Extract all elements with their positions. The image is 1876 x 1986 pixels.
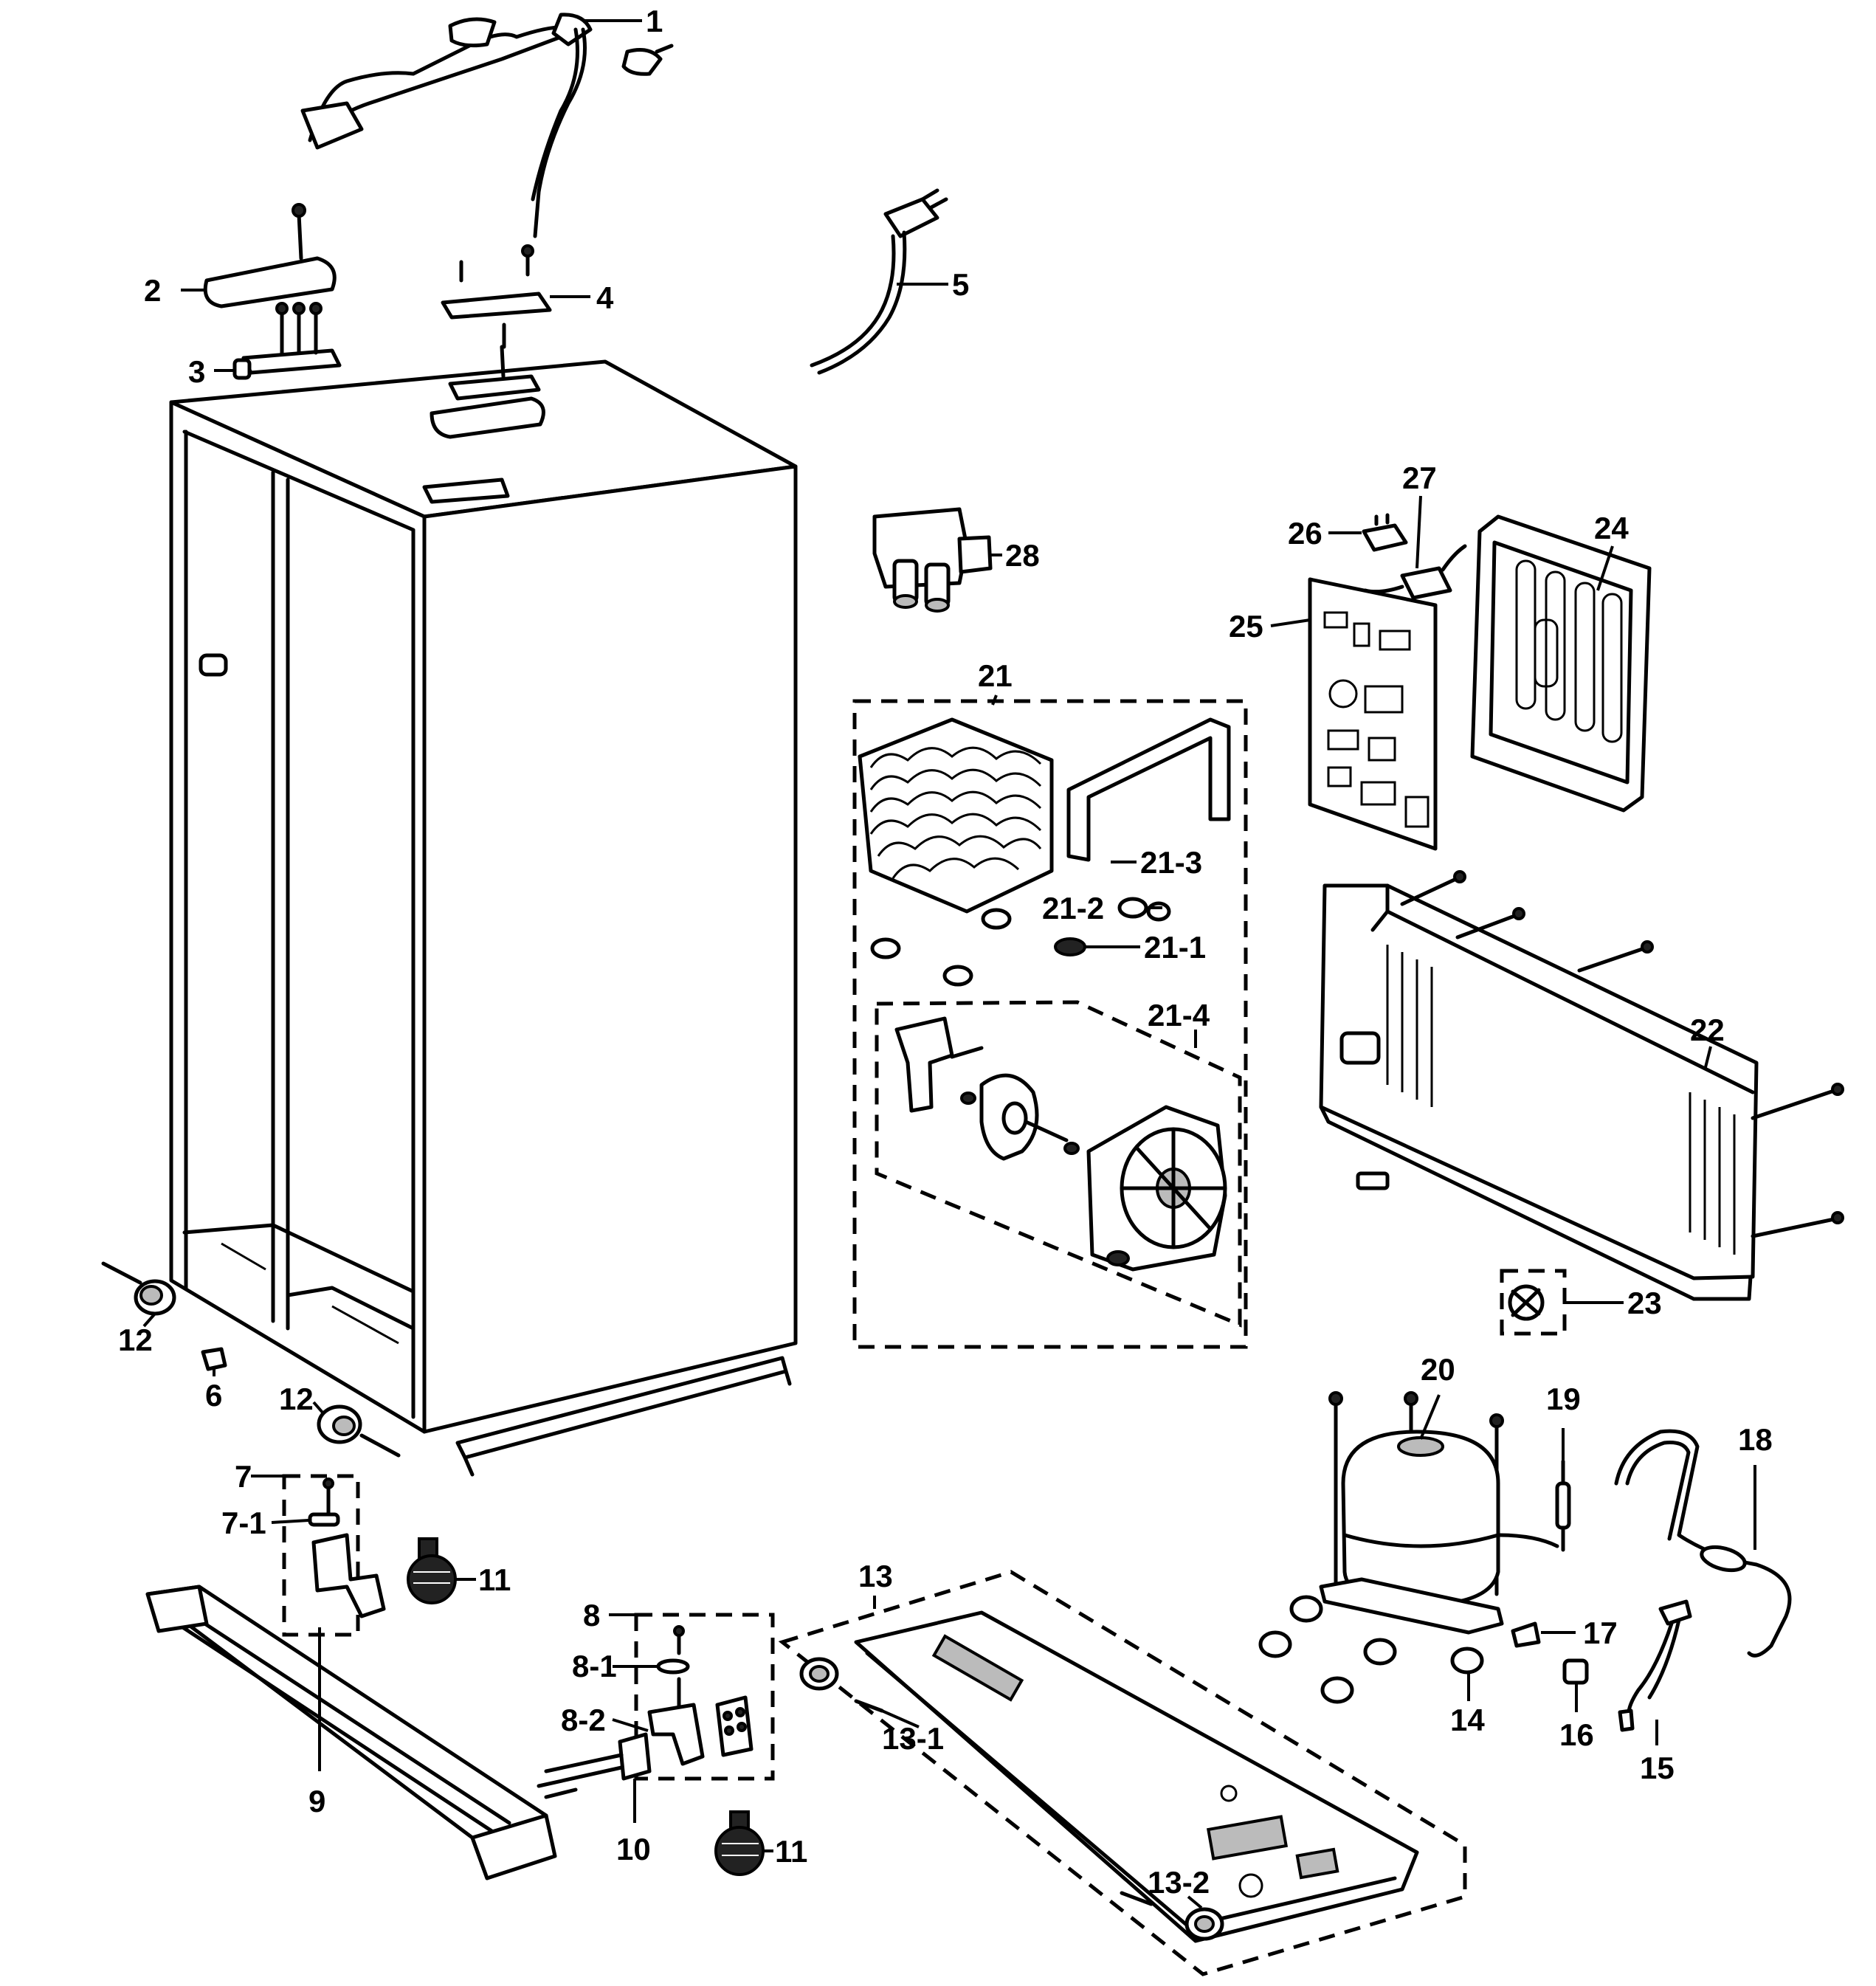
label-1: 1 bbox=[646, 4, 663, 38]
label-13-1: 13-1 bbox=[882, 1721, 944, 1756]
label-6: 6 bbox=[205, 1378, 222, 1413]
label-13-2: 13-2 bbox=[1148, 1865, 1210, 1900]
part-21-3-bracket bbox=[1066, 717, 1231, 862]
label-10: 10 bbox=[616, 1832, 651, 1866]
label-11-bottom: 11 bbox=[775, 1834, 807, 1869]
label-28: 28 bbox=[1005, 538, 1040, 573]
part-13-1-roller bbox=[799, 1657, 884, 1713]
label-17: 17 bbox=[1583, 1616, 1618, 1650]
label-25: 25 bbox=[1229, 609, 1263, 644]
label-19: 19 bbox=[1546, 1382, 1581, 1416]
label-5: 5 bbox=[952, 267, 969, 302]
label-22: 22 bbox=[1690, 1013, 1725, 1047]
label-8-2: 8-2 bbox=[561, 1703, 606, 1737]
label-18: 18 bbox=[1738, 1422, 1773, 1457]
part-4-cover-plate bbox=[441, 244, 552, 349]
part-14-grommets bbox=[1258, 1595, 1484, 1704]
part-18-drier-tube bbox=[1614, 1429, 1792, 1658]
part-17-relay bbox=[1511, 1621, 1541, 1648]
part-21-1-part bbox=[1054, 937, 1086, 956]
part-21-4-fan-motor bbox=[875, 1000, 1242, 1328]
part-11-adjustable-foot-top bbox=[407, 1537, 457, 1604]
part-11-adjustable-foot-bottom bbox=[714, 1810, 765, 1876]
part-12-leveling-foot-left bbox=[101, 1261, 176, 1316]
part-13-base-pan bbox=[778, 1570, 1467, 1976]
label-21-3: 21-3 bbox=[1140, 845, 1202, 880]
part-26-switch bbox=[1362, 513, 1408, 552]
label-21-2: 21-2 bbox=[1042, 891, 1104, 925]
label-3: 3 bbox=[188, 354, 205, 389]
part-23-fan-blade bbox=[1500, 1269, 1567, 1336]
part-27-relay bbox=[1363, 544, 1467, 600]
label-26: 26 bbox=[1288, 516, 1322, 551]
part-22-screws bbox=[1400, 870, 1844, 1238]
label-2: 2 bbox=[144, 273, 161, 308]
part-10-lower-hinge bbox=[537, 1732, 652, 1799]
part-8-hinge-assembly bbox=[634, 1613, 775, 1781]
label-15: 15 bbox=[1640, 1751, 1675, 1785]
label-11-top: 11 bbox=[478, 1562, 511, 1597]
label-7-1: 7-1 bbox=[221, 1506, 266, 1540]
callout-labels: 1 2 3 4 5 6 12 12 7 7-1 11 9 8 8-1 8-2 1… bbox=[118, 4, 1773, 1900]
label-21-1: 21-1 bbox=[1144, 930, 1206, 965]
label-9: 9 bbox=[308, 1784, 325, 1818]
part-12-leveling-foot-right bbox=[317, 1404, 401, 1458]
cabinet bbox=[169, 345, 798, 1434]
part-7-lower-hinge-assembly bbox=[282, 1474, 386, 1637]
part-1-wire-harness bbox=[300, 13, 674, 238]
part-25-control-board bbox=[1308, 577, 1438, 851]
part-15-wire bbox=[1618, 1599, 1692, 1732]
label-27: 27 bbox=[1402, 461, 1437, 495]
part-9-base-grille bbox=[145, 1585, 557, 1880]
label-7: 7 bbox=[235, 1459, 252, 1494]
label-13: 13 bbox=[858, 1559, 893, 1593]
part-16-overload bbox=[1562, 1658, 1589, 1685]
part-19-capillary bbox=[1555, 1459, 1571, 1552]
label-8-1: 8-1 bbox=[572, 1649, 617, 1683]
part-21-coil bbox=[858, 717, 1054, 914]
part-2-hinge bbox=[203, 203, 337, 308]
label-20: 20 bbox=[1421, 1352, 1455, 1387]
part-3-hinge-bracket bbox=[232, 302, 342, 380]
part-6-bushing bbox=[201, 1347, 227, 1371]
bottom-rail bbox=[455, 1356, 792, 1477]
label-14: 14 bbox=[1450, 1703, 1485, 1737]
label-4: 4 bbox=[596, 280, 614, 315]
label-12-right: 12 bbox=[279, 1382, 314, 1416]
part-24-panel bbox=[1470, 514, 1652, 813]
label-23: 23 bbox=[1627, 1286, 1662, 1320]
part-13-2-roller bbox=[1120, 1891, 1224, 1941]
label-8: 8 bbox=[583, 1598, 600, 1632]
leader-lines bbox=[142, 19, 1756, 1909]
label-16: 16 bbox=[1559, 1717, 1594, 1752]
label-24: 24 bbox=[1594, 511, 1629, 545]
part-22-rear-cover bbox=[1319, 870, 1844, 1301]
part-20-compressor bbox=[1319, 1391, 1559, 1635]
part-5-power-cord bbox=[810, 188, 948, 375]
part-28-water-valve bbox=[872, 507, 993, 613]
label-21: 21 bbox=[978, 658, 1013, 693]
label-12-left: 12 bbox=[118, 1323, 153, 1357]
label-21-4: 21-4 bbox=[1148, 998, 1210, 1032]
